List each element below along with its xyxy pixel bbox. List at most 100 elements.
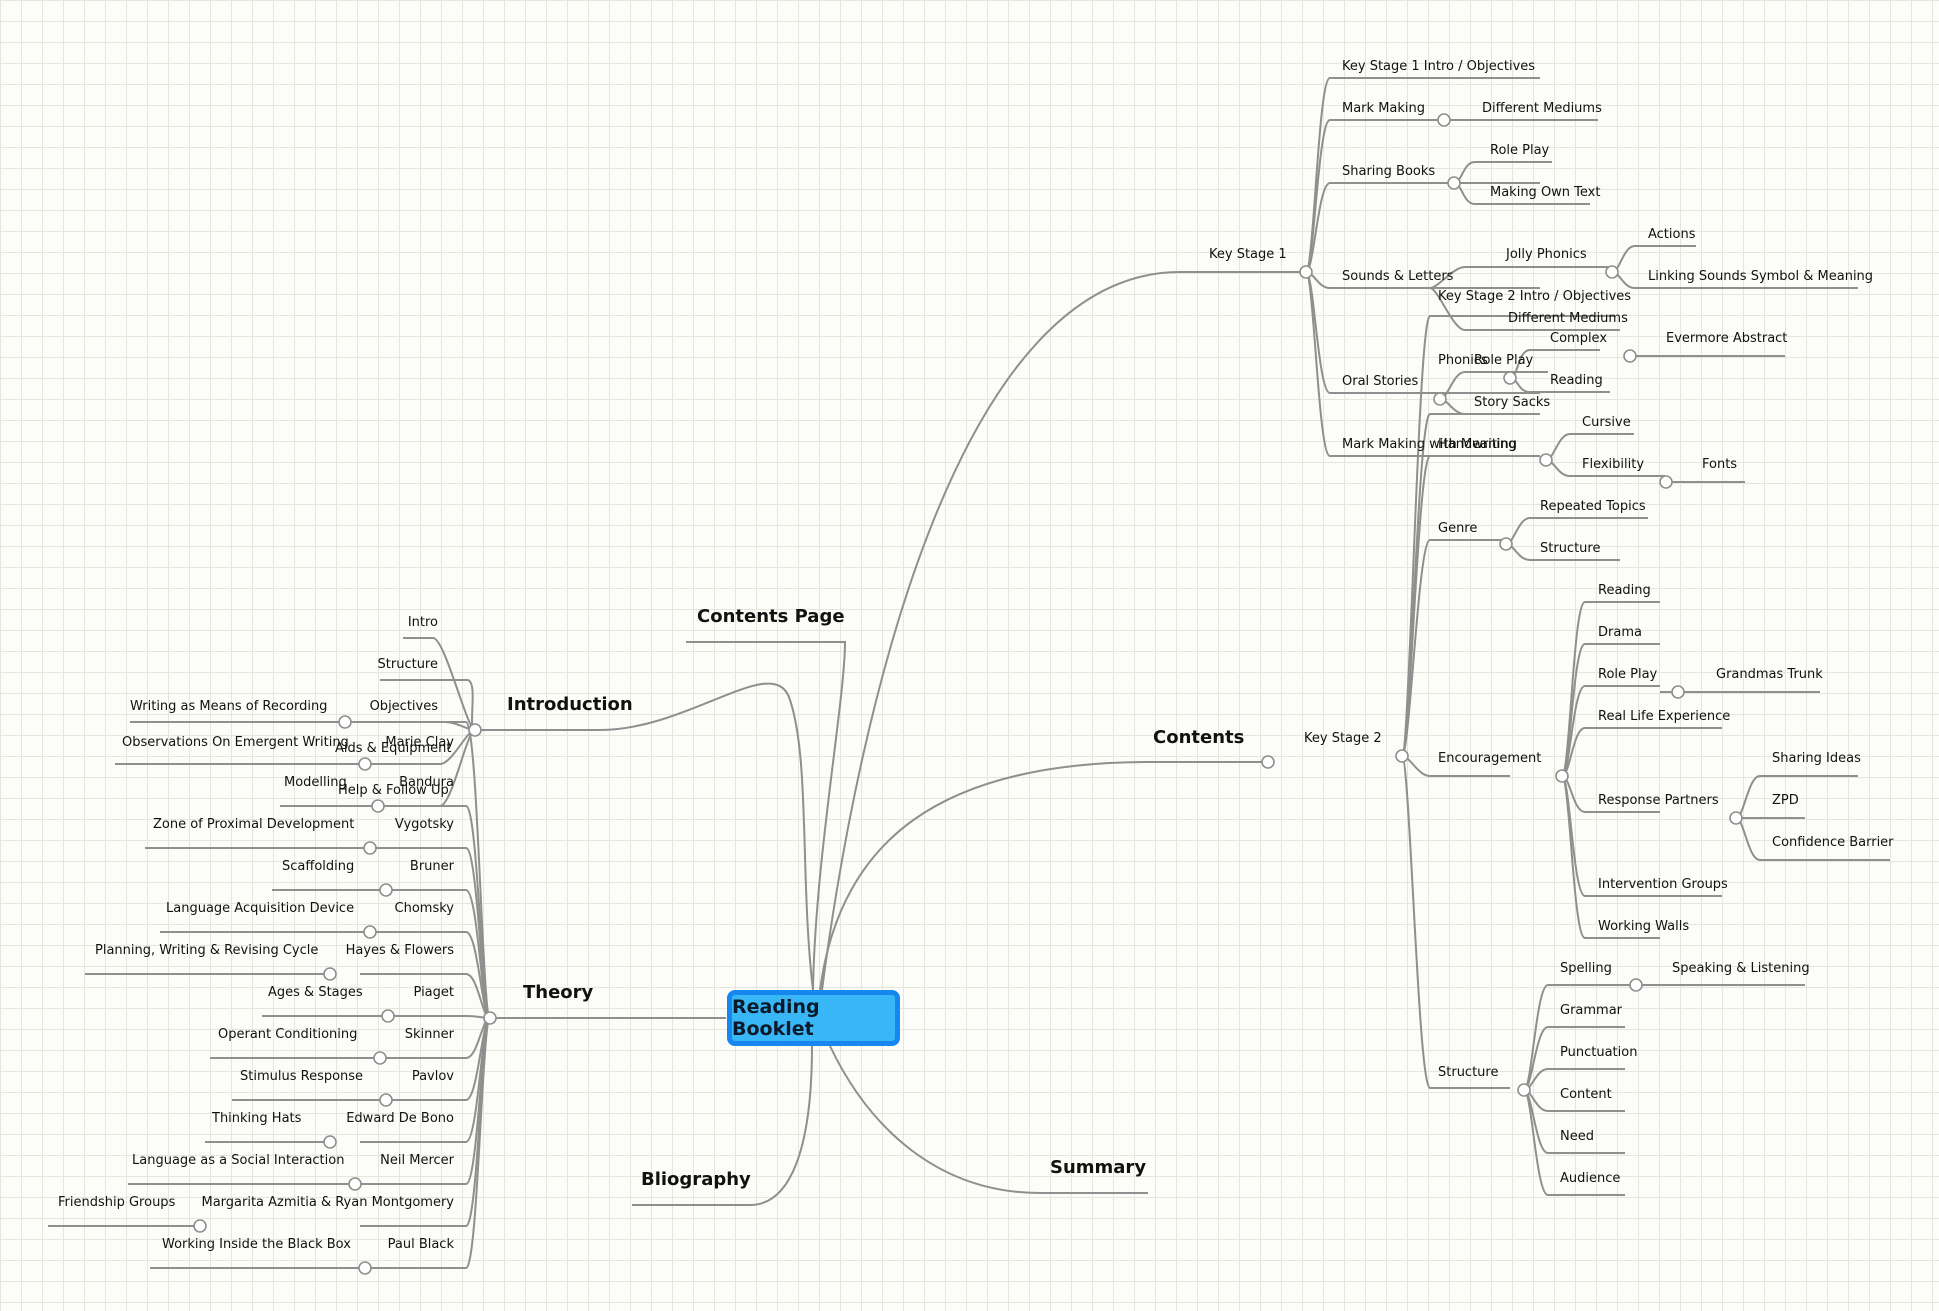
ks2-structure[interactable]: Structure bbox=[1438, 1065, 1498, 1080]
ks2-flexibility[interactable]: Flexibility bbox=[1582, 457, 1644, 472]
dot-debono[interactable] bbox=[323, 1135, 337, 1149]
intro-objectives[interactable]: Objectives bbox=[370, 699, 439, 714]
intro-writing-means[interactable]: Writing as Means of Recording bbox=[130, 699, 327, 714]
theory-piaget[interactable]: Piaget bbox=[414, 985, 454, 1000]
intro-observations[interactable]: Observations On Emergent Writing bbox=[122, 735, 349, 750]
ks1-oral[interactable]: Oral Stories bbox=[1342, 374, 1419, 389]
dot-mercer[interactable] bbox=[348, 1177, 362, 1191]
theory-lad[interactable]: Language Acquisition Device bbox=[166, 901, 354, 916]
dot-genre[interactable] bbox=[1499, 537, 1513, 551]
ks2-speaking[interactable]: Speaking & Listening bbox=[1672, 961, 1810, 976]
ks1-linking[interactable]: Linking Sounds Symbol & Meaning bbox=[1648, 269, 1873, 284]
ks2-real-life[interactable]: Real Life Experience bbox=[1598, 709, 1730, 724]
theory-marie-clay[interactable]: Marie Clay bbox=[385, 735, 454, 750]
ks1-making-own-text[interactable]: Making Own Text bbox=[1490, 185, 1600, 200]
theory-chomsky[interactable]: Chomsky bbox=[395, 901, 455, 916]
theory-hats[interactable]: Thinking Hats bbox=[211, 1111, 302, 1126]
intro-aids[interactable]: Aids & Equipment bbox=[335, 741, 452, 756]
intro-intro[interactable]: Intro bbox=[408, 615, 438, 630]
dot-oral-stories[interactable] bbox=[1433, 392, 1447, 406]
theory-bandura[interactable]: Bandura bbox=[399, 775, 454, 790]
dot-flexibility[interactable] bbox=[1659, 475, 1673, 489]
dot-objectives[interactable] bbox=[338, 715, 352, 729]
ks2-working-walls[interactable]: Working Walls bbox=[1598, 919, 1689, 934]
dot-skinner[interactable] bbox=[373, 1051, 387, 1065]
ks2-enc-reading[interactable]: Reading bbox=[1598, 583, 1651, 598]
intro-help[interactable]: Help & Follow Up bbox=[338, 783, 449, 798]
topic-bliography[interactable]: Bliography bbox=[641, 1169, 751, 1190]
theory-black-box[interactable]: Working Inside the Black Box bbox=[162, 1237, 351, 1252]
dot-sharing-books[interactable] bbox=[1447, 176, 1461, 190]
ks1-actions[interactable]: Actions bbox=[1648, 227, 1696, 242]
ks2-intervention[interactable]: Intervention Groups bbox=[1598, 877, 1728, 892]
ks2-handwriting[interactable]: Handwriting bbox=[1438, 437, 1517, 452]
dot-jolly[interactable] bbox=[1605, 265, 1619, 279]
topic-introduction[interactable]: Introduction bbox=[507, 694, 633, 715]
ks1-title[interactable]: Key Stage 1 bbox=[1209, 247, 1287, 262]
ks1-intro[interactable]: Key Stage 1 Intro / Objectives bbox=[1342, 59, 1535, 74]
ks2-title[interactable]: Key Stage 2 bbox=[1304, 731, 1382, 746]
ks2-encouragement[interactable]: Encouragement bbox=[1438, 751, 1541, 766]
dot-vygotsky[interactable] bbox=[363, 841, 377, 855]
ks2-genre[interactable]: Genre bbox=[1438, 521, 1477, 536]
dot-encouragement[interactable] bbox=[1555, 769, 1569, 783]
theory-pavlov[interactable]: Pavlov bbox=[412, 1069, 454, 1084]
dot-phonics[interactable] bbox=[1503, 371, 1517, 385]
dot-contents[interactable] bbox=[1261, 755, 1275, 769]
dot-hayes[interactable] bbox=[323, 967, 337, 981]
dot-aids[interactable] bbox=[358, 757, 372, 771]
ks1-oral-role-play[interactable]: Role Play bbox=[1474, 353, 1534, 368]
theory-scaffolding[interactable]: Scaffolding bbox=[282, 859, 354, 874]
ks2-response[interactable]: Response Partners bbox=[1598, 793, 1719, 808]
ks1-sounds-mediums[interactable]: Different Mediums bbox=[1508, 311, 1628, 326]
theory-zpd[interactable]: Zone of Proximal Development bbox=[153, 817, 354, 832]
theory-planning[interactable]: Planning, Writing & Revising Cycle bbox=[95, 943, 318, 958]
theory-modelling[interactable]: Modelling bbox=[284, 775, 347, 790]
theory-language-social[interactable]: Language as a Social Interaction bbox=[132, 1153, 344, 1168]
theory-vygotsky[interactable]: Vygotsky bbox=[395, 817, 454, 832]
ks2-zpd[interactable]: ZPD bbox=[1772, 793, 1799, 808]
ks2-repeated[interactable]: Repeated Topics bbox=[1540, 499, 1646, 514]
ks2-punctuation[interactable]: Punctuation bbox=[1560, 1045, 1637, 1060]
ks1-different-mediums[interactable]: Different Mediums bbox=[1482, 101, 1602, 116]
ks2-genre-structure[interactable]: Structure bbox=[1540, 541, 1600, 556]
theory-ages[interactable]: Ages & Stages bbox=[268, 985, 363, 1000]
ks2-grammar[interactable]: Grammar bbox=[1560, 1003, 1623, 1018]
dot-structure[interactable] bbox=[1517, 1083, 1531, 1097]
ks2-content[interactable]: Content bbox=[1560, 1087, 1612, 1102]
theory-azmitia[interactable]: Margarita Azmitia & Ryan Montgomery bbox=[201, 1195, 454, 1210]
ks2-phonics[interactable]: Phonics bbox=[1438, 353, 1488, 368]
ks2-fonts[interactable]: Fonts bbox=[1702, 457, 1737, 472]
topic-theory[interactable]: Theory bbox=[523, 982, 594, 1003]
dot-azmitia[interactable] bbox=[193, 1219, 207, 1233]
ks1-role-play[interactable]: Role Play bbox=[1490, 143, 1550, 158]
ks1-jolly[interactable]: Jolly Phonics bbox=[1505, 247, 1587, 262]
dot-role-play[interactable] bbox=[1671, 685, 1685, 699]
dot-help[interactable] bbox=[371, 799, 385, 813]
central-topic-reading-booklet[interactable]: Reading Booklet bbox=[727, 990, 900, 1046]
theory-operant[interactable]: Operant Conditioning bbox=[218, 1027, 357, 1042]
dot-spelling[interactable] bbox=[1629, 978, 1643, 992]
theory-bruner[interactable]: Bruner bbox=[410, 859, 455, 874]
theory-stimulus[interactable]: Stimulus Response bbox=[240, 1069, 363, 1084]
dot-complex[interactable] bbox=[1623, 349, 1637, 363]
topic-contents-page[interactable]: Contents Page bbox=[697, 606, 845, 627]
dot-key-stage-1[interactable] bbox=[1299, 265, 1313, 279]
ks2-drama[interactable]: Drama bbox=[1598, 625, 1642, 640]
theory-skinner[interactable]: Skinner bbox=[405, 1027, 455, 1042]
dot-pavlov[interactable] bbox=[379, 1093, 393, 1107]
ks1-sounds[interactable]: Sounds & Letters bbox=[1342, 269, 1454, 284]
dot-piaget[interactable] bbox=[381, 1009, 395, 1023]
ks2-need[interactable]: Need bbox=[1560, 1129, 1594, 1144]
dot-theory[interactable] bbox=[483, 1011, 497, 1025]
dot-handwriting[interactable] bbox=[1539, 453, 1553, 467]
theory-debono[interactable]: Edward De Bono bbox=[346, 1111, 454, 1126]
topic-contents[interactable]: Contents bbox=[1153, 727, 1244, 748]
dot-response[interactable] bbox=[1729, 811, 1743, 825]
ks2-sharing-ideas[interactable]: Sharing Ideas bbox=[1772, 751, 1861, 766]
theory-friendship[interactable]: Friendship Groups bbox=[58, 1195, 176, 1210]
dot-chomsky[interactable] bbox=[363, 925, 377, 939]
dot-introduction[interactable] bbox=[468, 723, 482, 737]
dot-bruner[interactable] bbox=[379, 883, 393, 897]
ks2-complex[interactable]: Complex bbox=[1550, 331, 1607, 346]
